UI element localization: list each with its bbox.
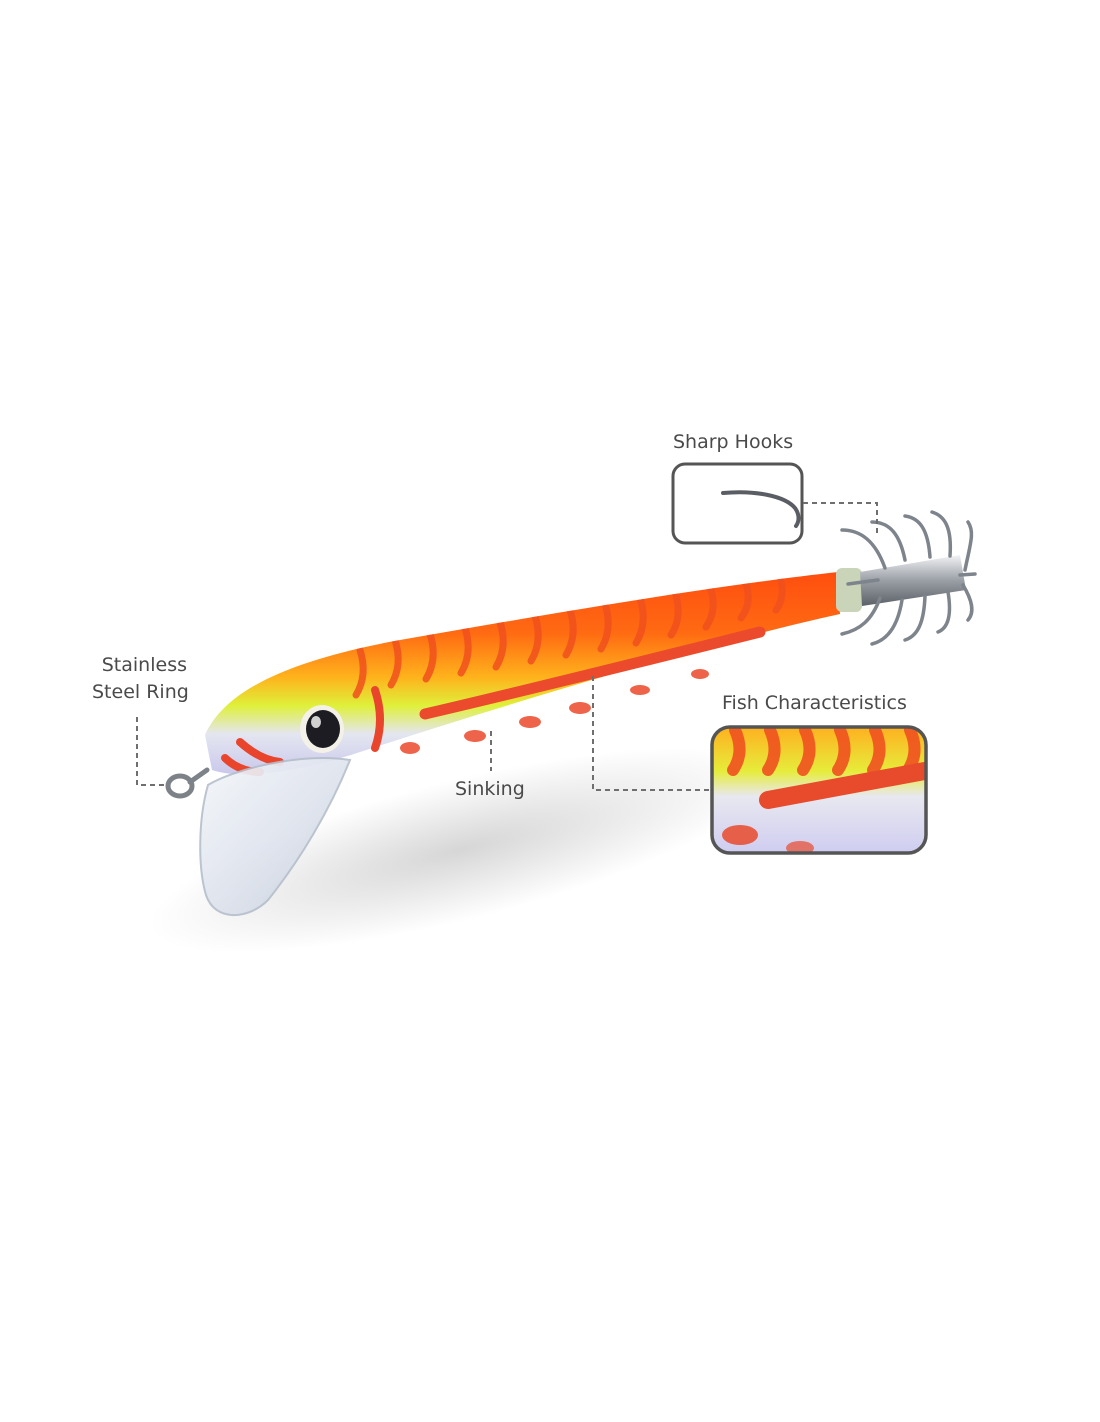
- steel-ring-text-line2: Steel Ring: [92, 681, 189, 703]
- fish-characteristics-inset: [710, 725, 928, 855]
- lure-diving-bib: [199, 757, 352, 917]
- steel-ring-text-line1: Stainless: [101, 654, 187, 676]
- fish-characteristics-text: Fish Characteristics: [722, 692, 907, 714]
- leader-fish-characteristics: [592, 676, 710, 791]
- steel-ring-label: Stainless Steel Ring: [92, 652, 189, 706]
- sharp-hooks-label: Sharp Hooks: [673, 429, 793, 456]
- lure-eye: [300, 705, 344, 753]
- sharp-hooks-inset: [671, 462, 804, 545]
- sinking-text: Sinking: [455, 778, 525, 800]
- lure-lateral-line: [419, 626, 766, 720]
- sharp-hooks-text: Sharp Hooks: [673, 431, 794, 453]
- hook-closeup-icon: [721, 490, 801, 528]
- fish-characteristics-label: Fish Characteristics: [722, 690, 907, 717]
- sinking-label: Sinking: [455, 776, 525, 803]
- tail-hook-assembly: [836, 510, 977, 646]
- steel-ring: [165, 767, 210, 799]
- lure-belly-spots: [400, 669, 709, 754]
- leader-sharp-hooks: [803, 502, 878, 535]
- leader-steel-ring: [136, 717, 168, 786]
- lure-body: [205, 572, 840, 775]
- lure-shadow: [149, 747, 771, 953]
- lure-scale-pattern: [352, 574, 786, 699]
- leader-lines: [136, 502, 878, 791]
